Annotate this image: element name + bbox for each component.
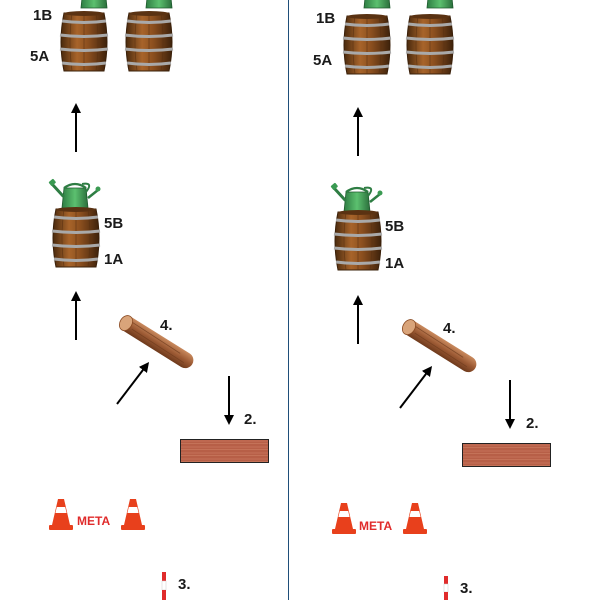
arrow-icon xyxy=(116,362,150,405)
log-icon xyxy=(401,319,477,373)
arrow-icon xyxy=(505,380,515,429)
label-1a: 1A xyxy=(385,255,405,272)
barrel-icon xyxy=(341,12,393,76)
label-2: 2. xyxy=(526,415,539,432)
panel-divider xyxy=(288,0,289,600)
arrow-icon xyxy=(224,376,234,425)
label-1a: 1A xyxy=(104,251,124,268)
arrow-icon xyxy=(353,295,363,344)
label-4: 4. xyxy=(443,320,456,337)
label-2: 2. xyxy=(244,411,257,428)
label-1b: 1B xyxy=(33,7,53,24)
label-5a: 5A xyxy=(30,48,50,65)
arrow-icon xyxy=(71,291,81,340)
post-icon xyxy=(161,572,167,600)
label-3: 3. xyxy=(178,576,191,593)
barrel-icon xyxy=(123,9,175,73)
arrow-icon xyxy=(71,103,81,152)
label-5a: 5A xyxy=(313,52,333,69)
right-panel: 1B 5A 5B 1A 4. 2. META 3. xyxy=(289,0,577,600)
label-5b: 5B xyxy=(385,218,405,235)
barrel-icon xyxy=(404,12,456,76)
cone-icon xyxy=(121,499,145,530)
arrow-icon xyxy=(399,366,433,409)
label-5b: 5B xyxy=(104,215,124,232)
barrel-icon xyxy=(58,9,110,73)
cone-icon xyxy=(332,503,356,534)
post-icon xyxy=(443,576,449,600)
plank-icon xyxy=(180,439,269,463)
label-4: 4. xyxy=(160,317,173,334)
barrel-icon xyxy=(50,205,102,269)
finish-label: META xyxy=(77,514,111,528)
cone-icon xyxy=(49,499,73,530)
log-icon xyxy=(118,315,194,369)
cone-icon xyxy=(403,503,427,534)
finish-label: META xyxy=(359,519,393,533)
left-panel: 1B 5A 5B 1A 4. 2. META 3. xyxy=(0,0,288,600)
label-3: 3. xyxy=(460,580,473,597)
plank-icon xyxy=(462,443,551,467)
barrel-icon xyxy=(332,208,384,272)
arrow-icon xyxy=(353,107,363,156)
label-1b: 1B xyxy=(316,10,336,27)
